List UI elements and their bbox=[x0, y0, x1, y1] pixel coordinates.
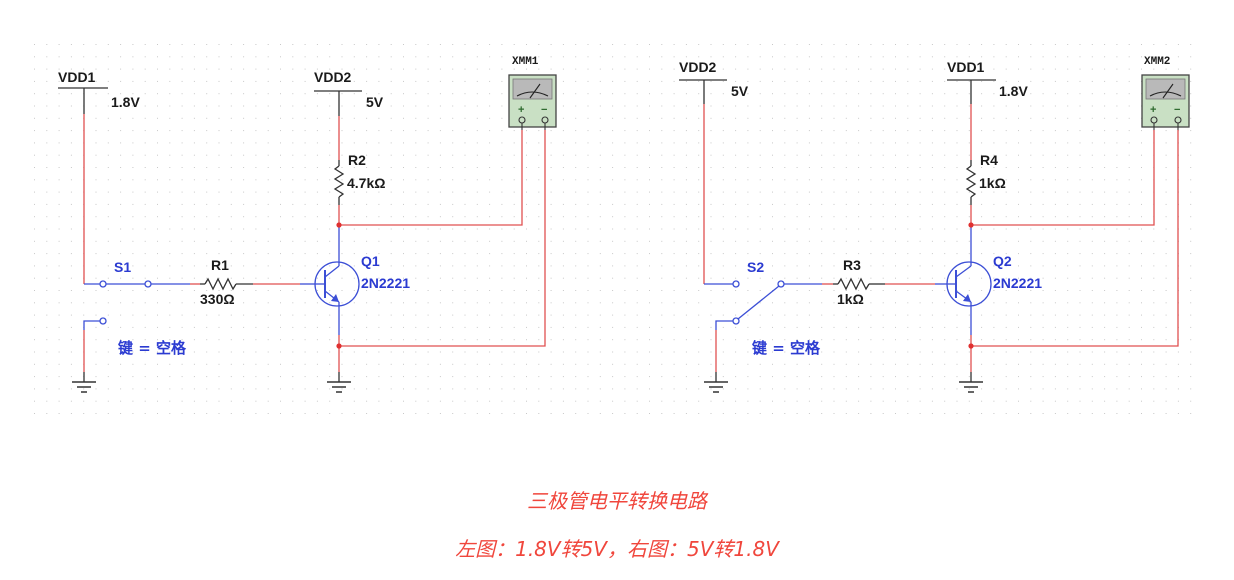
resistor-r3[interactable] bbox=[833, 277, 885, 291]
left-circuit: VDD1 1.8V S1 键 = 空格 R1 330 bbox=[58, 56, 557, 393]
wire bbox=[715, 320, 733, 330]
r1-value: 330Ω bbox=[200, 291, 235, 307]
vdd2-supply-symbol bbox=[679, 79, 727, 104]
ground-symbol bbox=[72, 372, 96, 393]
r4-label: R4 bbox=[980, 152, 998, 168]
ground-symbol bbox=[327, 372, 351, 393]
xmm2-label: XMM2 bbox=[1144, 56, 1170, 68]
junction-dot bbox=[968, 222, 974, 228]
s2-key-label: 键 = 空格 bbox=[751, 339, 821, 357]
r2-label: R2 bbox=[348, 152, 366, 168]
q1-label: Q1 bbox=[361, 253, 380, 269]
multimeter-xmm2[interactable] bbox=[1141, 74, 1190, 130]
xmm2-minus: − bbox=[1174, 104, 1180, 116]
junction-dot bbox=[336, 343, 342, 349]
wire bbox=[971, 130, 1155, 226]
xmm2-plus: + bbox=[1150, 104, 1156, 116]
s2-label: S2 bbox=[747, 259, 764, 275]
right-circuit: VDD2 5V S2 键 = 空格 R3 1kΩ bbox=[679, 56, 1190, 393]
switch-s2[interactable] bbox=[732, 280, 785, 325]
r3-label: R3 bbox=[843, 257, 861, 273]
r1-label: R1 bbox=[211, 257, 229, 273]
wire bbox=[83, 320, 100, 330]
q2-label: Q2 bbox=[993, 253, 1012, 269]
s1-key-label: 键 = 空格 bbox=[117, 339, 187, 357]
q2-model: 2N2221 bbox=[993, 275, 1042, 291]
ground-symbol bbox=[959, 372, 983, 393]
resistor-r1[interactable] bbox=[200, 277, 253, 291]
transistor-q2[interactable] bbox=[946, 226, 992, 335]
vdd2-label: VDD2 bbox=[679, 59, 717, 75]
wire bbox=[339, 130, 523, 226]
vdd1-voltage: 1.8V bbox=[111, 94, 140, 110]
grid-dots bbox=[34, 44, 1192, 414]
vdd2-voltage: 5V bbox=[366, 94, 384, 110]
r4-value: 1kΩ bbox=[979, 175, 1006, 191]
transistor-q1[interactable] bbox=[314, 226, 360, 335]
vdd2-supply-symbol bbox=[314, 90, 362, 116]
r2-value: 4.7kΩ bbox=[347, 175, 385, 191]
s1-label: S1 bbox=[114, 259, 131, 275]
vdd1-supply-symbol bbox=[58, 87, 108, 114]
vdd1-voltage: 1.8V bbox=[999, 83, 1028, 99]
xmm1-label: XMM1 bbox=[512, 56, 539, 68]
vdd1-label: VDD1 bbox=[947, 59, 985, 75]
vdd1-supply-symbol bbox=[947, 79, 996, 104]
schematic-canvas: VDD1 1.8V S1 键 = 空格 R1 330 bbox=[34, 44, 1192, 414]
wire bbox=[339, 130, 546, 347]
ground-symbol bbox=[704, 372, 728, 393]
resistor-r4[interactable] bbox=[965, 160, 977, 205]
multimeter-xmm1[interactable] bbox=[508, 74, 557, 130]
r3-value: 1kΩ bbox=[837, 291, 864, 307]
vdd1-label: VDD1 bbox=[58, 69, 96, 85]
vdd2-label: VDD2 bbox=[314, 69, 352, 85]
xmm1-minus: − bbox=[541, 104, 547, 116]
xmm1-plus: + bbox=[518, 104, 524, 116]
junction-dot bbox=[336, 222, 342, 228]
q1-model: 2N2221 bbox=[361, 275, 410, 291]
vdd2-voltage: 5V bbox=[731, 83, 749, 99]
resistor-r2[interactable] bbox=[333, 160, 345, 205]
caption-subtitle: 左图：1.8V转5V，右图：5V转1.8V bbox=[455, 537, 779, 561]
caption-title: 三极管电平转换电路 bbox=[527, 489, 707, 513]
switch-s1[interactable] bbox=[99, 280, 152, 325]
junction-dot bbox=[968, 343, 974, 349]
wire bbox=[971, 130, 1179, 347]
